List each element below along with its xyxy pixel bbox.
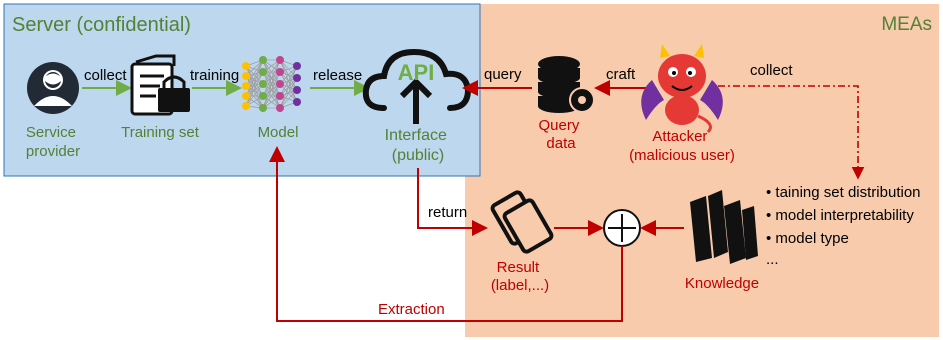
training-label: training [190, 67, 239, 84]
nn-edge [262, 83, 281, 109]
nn-edge [245, 59, 264, 97]
nn-edge [279, 77, 298, 109]
locked-document-icon [130, 54, 190, 116]
nn-edge [262, 59, 281, 109]
nn-edge [245, 71, 264, 107]
books-icon [690, 190, 758, 264]
training-set-label: Training set [121, 124, 200, 141]
knowledge-item-1: • taining set distribution [766, 184, 921, 201]
nn-edge [262, 59, 281, 85]
nn-node [293, 62, 301, 70]
nn-edge [279, 89, 298, 109]
nn-edge [245, 83, 264, 107]
nn-node [276, 92, 284, 100]
nn-node [259, 92, 267, 100]
database-gear-icon [538, 56, 595, 113]
service-provider-label: Service provider [26, 124, 80, 160]
nn-node [242, 82, 250, 90]
collect-knowledge-arrow [718, 85, 865, 180]
collect-label: collect [84, 67, 127, 84]
devil-icon [641, 44, 723, 134]
nn-edge [279, 65, 298, 85]
nn-edge [262, 59, 281, 97]
knowledge-label: Knowledge [685, 275, 759, 292]
extraction-arrow [269, 146, 623, 322]
return-label: return [428, 204, 467, 221]
result-label: Result (label,...) [491, 259, 549, 294]
nn-node [276, 68, 284, 76]
nn-node [276, 80, 284, 88]
query-data-label: Query data [538, 117, 583, 152]
api-label: API [398, 60, 435, 85]
knowledge-item-2: • model interpretability [766, 207, 914, 224]
query-label: query [484, 66, 522, 83]
plus-circle-icon [603, 209, 641, 247]
nn-edge [279, 65, 298, 97]
model-label: Model [258, 124, 299, 141]
knowledge-item-3: • model type [766, 230, 849, 247]
nn-edge [245, 59, 264, 87]
craft-label: craft [606, 66, 636, 83]
nn-node [293, 86, 301, 94]
nn-node [259, 104, 267, 112]
nn-edge [245, 75, 264, 97]
nn-node [276, 56, 284, 64]
nn-node [259, 68, 267, 76]
server-title: Server (confidential) [12, 14, 191, 36]
nn-node [276, 104, 284, 112]
release-label: release [313, 67, 362, 84]
nn-node [242, 62, 250, 70]
nn-edge [245, 65, 264, 85]
server-region [3, 3, 481, 177]
interface-label: Interface (public) [385, 127, 452, 164]
nn-node [293, 98, 301, 106]
user-icon [27, 62, 79, 114]
cards-icon [490, 190, 554, 254]
nn-node [242, 72, 250, 80]
neural-network-icon [242, 56, 301, 112]
extraction-label: Extraction [378, 301, 445, 318]
nn-edge [245, 65, 264, 97]
knowledge-item-4: ... [766, 251, 779, 268]
nn-node [242, 92, 250, 100]
nn-node [259, 80, 267, 88]
nn-node [242, 102, 250, 110]
nn-node [293, 74, 301, 82]
nn-edge [262, 71, 281, 109]
meas-title: MEAs [881, 14, 932, 35]
collect-knowledge-label: collect [750, 62, 793, 79]
return-arrow [417, 168, 488, 236]
nn-edge [279, 65, 298, 109]
attacker-label: Attacker (malicious user) [629, 128, 735, 164]
nn-node [259, 56, 267, 64]
